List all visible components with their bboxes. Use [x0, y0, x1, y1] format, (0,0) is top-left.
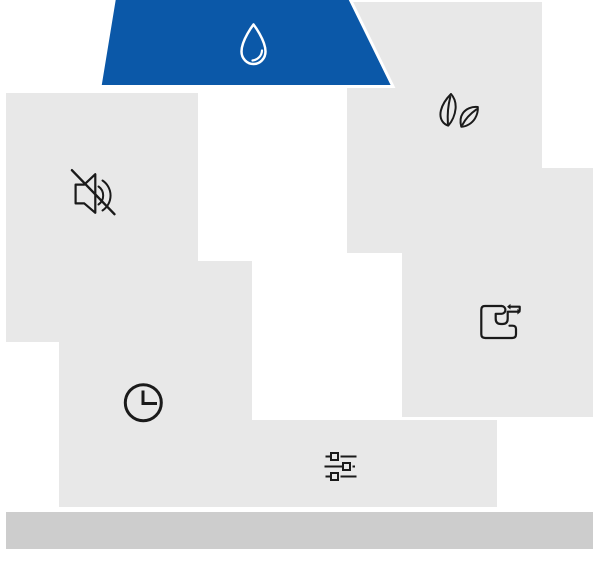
water-inlet-icon: [480, 303, 521, 340]
clock-icon: [123, 383, 163, 423]
tile-program-settings[interactable]: [204, 420, 497, 507]
water-drop-icon: [240, 23, 267, 66]
sliders-icon: [324, 452, 357, 481]
tile-water-connection[interactable]: [402, 168, 593, 417]
leaf-icon: [439, 93, 479, 128]
selected-header-shape[interactable]: [0, 0, 600, 100]
speaker-muted-icon: [70, 169, 116, 216]
bottom-bar: [6, 512, 593, 549]
